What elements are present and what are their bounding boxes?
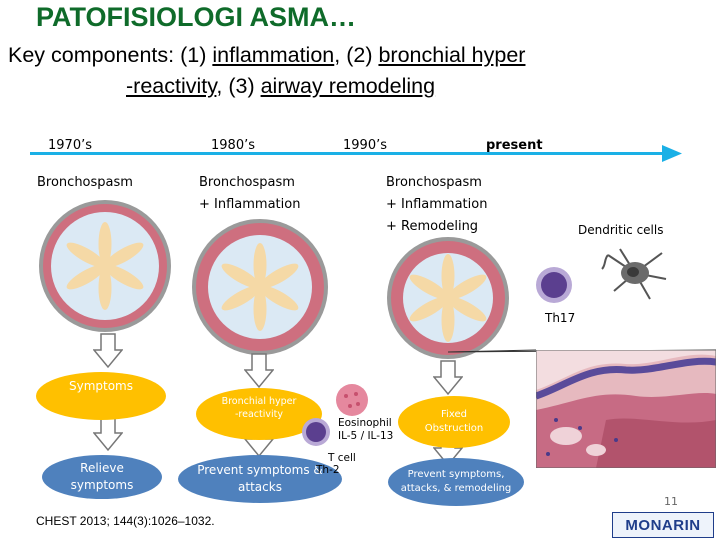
monarin-logo: MONARIN [612, 512, 714, 538]
bronchial-hyper-reactivity-oval: Bronchial hyper -reactivity [196, 388, 322, 440]
era-label-1990s: 1990’s [343, 138, 387, 153]
down-arrow-icon [433, 360, 463, 396]
fixed-line: Fixed [441, 409, 467, 420]
t-cell-icon [302, 418, 330, 446]
prevent-line: attacks [238, 480, 282, 494]
t-cell-line: T cell [328, 452, 356, 464]
prevent-remodeling-line: Prevent symptoms, [407, 469, 505, 480]
prevent-symptoms-attacks-oval: Prevent symptoms & attacks [178, 455, 342, 503]
prevent-remodeling-oval: Prevent symptoms, attacks, & remodeling [388, 458, 524, 506]
timeline-arrow [30, 145, 682, 162]
subtitle-text: Key components: (1) [8, 43, 213, 67]
t-cell-line: Th-2 [316, 464, 340, 476]
t-cell-label: T cell Th-2 [316, 452, 356, 476]
down-arrow-icon [93, 333, 123, 369]
hyper-line: Bronchial hyper [221, 396, 297, 407]
subtitle-line-2: -reactivity, (3) airway remodeling [126, 73, 435, 99]
prevent-remodeling-line: attacks, & remodeling [400, 483, 512, 494]
keyword-bronchial-hyper: bronchial hyper [378, 43, 526, 67]
eosinophil-line: IL-5 / IL-13 [338, 430, 394, 442]
prevent-line: Prevent symptoms & [197, 463, 323, 477]
subtitle-line-1: Key components: (1) inflammation, (2) br… [8, 42, 525, 68]
logo-text: MONARIN [625, 516, 701, 534]
hyper-line: -reactivity [235, 409, 283, 420]
page-title: PATOFISIOLOGI ASMA… [36, 2, 357, 32]
relieve-symptoms-oval: Relieve symptoms [42, 455, 162, 499]
relieve-line: symptoms [70, 478, 134, 492]
down-arrow-icon [93, 416, 123, 452]
dendritic-cell-icon [601, 248, 667, 300]
fixed-line: Obstruction [424, 423, 484, 434]
era-label-1970s: 1970’s [48, 138, 92, 153]
keyword-inflammation: inflammation [212, 43, 335, 67]
stage-2-label: Bronchospasm + Inflammation [199, 172, 300, 216]
th17-label: Th17 [545, 311, 576, 325]
citation: CHEST 2013; 144(3):1026–1032. [36, 514, 215, 528]
subtitle-text: , (3) [216, 74, 261, 98]
eosinophil-label: Eosinophil IL-5 / IL-13 [338, 417, 393, 443]
stage-line: Bronchospasm [37, 175, 133, 190]
subtitle-text: , (2) [334, 43, 379, 67]
stage-line: + Inflammation [386, 197, 488, 212]
stage-line: + Remodeling [386, 219, 479, 234]
symptoms-oval: Symptoms [36, 372, 166, 420]
dendritic-cells-label: Dendritic cells [578, 223, 664, 237]
stage-line: Bronchospasm [199, 175, 295, 190]
page-number: 11 [664, 495, 678, 508]
stage-line: + Inflammation [199, 197, 301, 212]
keyword-airway-remodeling: airway remodeling [260, 74, 436, 98]
era-label-present: present [486, 138, 543, 153]
fixed-obstruction-oval: Fixed Obstruction [398, 396, 510, 448]
th17-cell-icon [536, 267, 572, 303]
era-label-1980s: 1980’s [211, 138, 255, 153]
symptoms-label: Symptoms [68, 379, 133, 393]
airway-cross-section-3 [387, 237, 509, 359]
keyword-reactivity: -reactivity [126, 74, 217, 98]
airway-cross-section-2 [192, 219, 328, 355]
down-arrow-icon [244, 353, 274, 389]
stage-3-label: Bronchospasm + Inflammation + Remodeling [386, 172, 487, 238]
relieve-line: Relieve [80, 461, 124, 475]
histology-image [536, 350, 716, 468]
eosinophil-icon [336, 384, 368, 416]
stage-line: Bronchospasm [386, 175, 482, 190]
eosinophil-line: Eosinophil [338, 417, 392, 429]
airway-cross-section-1 [39, 200, 171, 332]
stage-1-label: Bronchospasm [37, 172, 133, 194]
